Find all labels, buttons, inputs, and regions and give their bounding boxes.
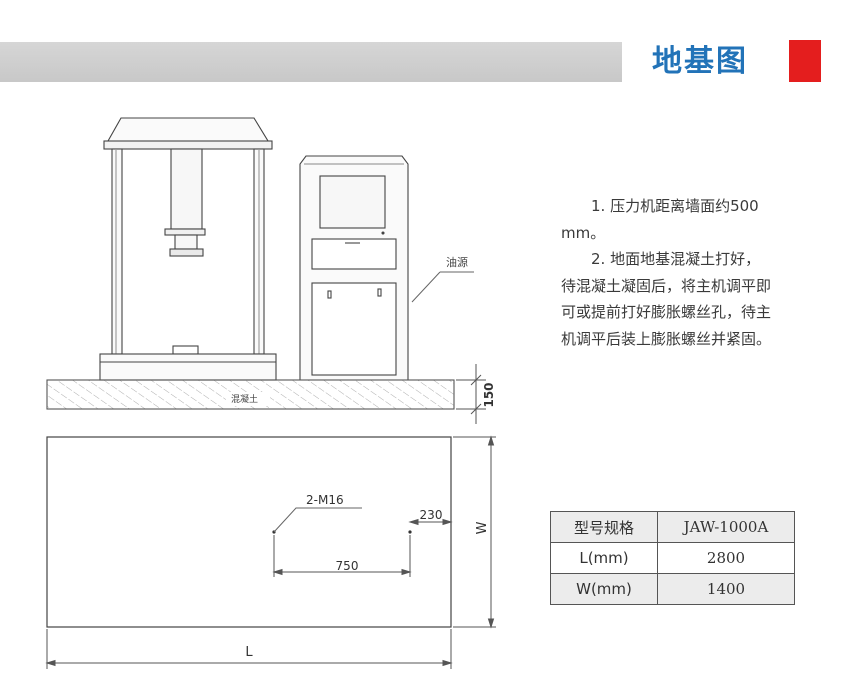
spacing-dimension [272,535,412,577]
offset-dimension [408,518,453,526]
offset-label: 230 [420,508,443,522]
oil-source-callout: 油源 [411,255,474,303]
length-dimension [45,629,453,669]
note-item: 1. 压力机距离墙面约500 mm。 [561,197,759,242]
concrete-slab: 混凝土 [46,379,455,410]
table-cell-value: 1400 [657,573,795,605]
bolt-hole [408,530,412,534]
length-label: L [245,645,253,660]
spec-table: 型号规格 JAW-1000A L(mm) 2800 W(mm) 1400 [550,511,795,605]
spacing-label: 750 [336,559,359,573]
table-row: W(mm) 1400 [550,573,795,605]
control-cabinet [299,155,409,381]
bolt-label: 2-M16 [306,493,344,507]
table-cell-value: JAW-1000A [657,511,795,543]
bolt-leader [273,507,362,533]
press-machine [99,117,277,381]
table-cell-key: L(mm) [550,542,658,574]
table-row: L(mm) 2800 [550,542,795,574]
page-title: 地基图 [652,44,748,79]
thickness-label: 150 [482,382,496,407]
width-dimension [453,435,496,629]
table-cell-key: W(mm) [550,573,658,605]
installation-notes: 1. 压力机距离墙面约500 mm。 2. 地面地基混凝土打好，待混凝土凝固后，… [561,193,771,352]
width-label: W [475,521,490,534]
foundation-plan [46,436,452,628]
thickness-dimension [456,364,486,424]
concrete-label: 混凝土 [231,393,258,405]
table-cell-value: 2800 [657,542,795,574]
header-band [0,42,622,82]
oil-source-label: 油源 [446,255,468,269]
accent-square [789,40,821,82]
table-cell-key: 型号规格 [550,511,658,543]
note-item: 2. 地面地基混凝土打好，待混凝土凝固后，将主机调平即可或提前打好膨胀螺丝孔，待… [561,250,772,348]
table-row: 型号规格 JAW-1000A [550,511,795,543]
